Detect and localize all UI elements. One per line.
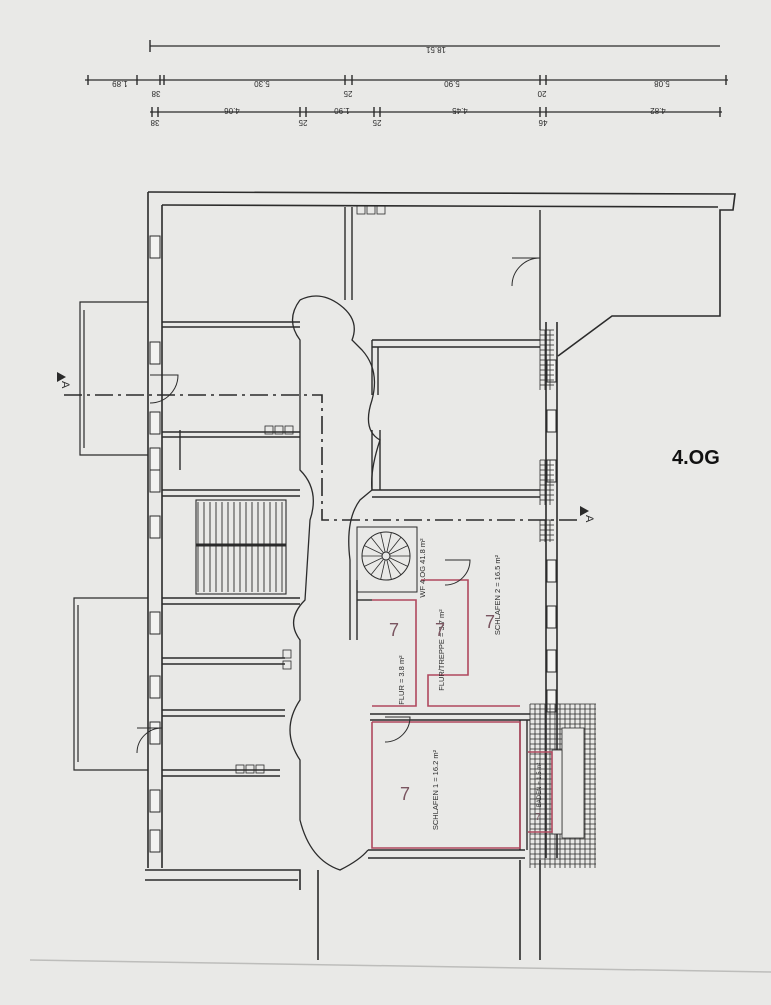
window (149, 721, 161, 745)
spiral-tread (388, 558, 402, 576)
room-marker: 7 (400, 784, 410, 804)
spiral-tread (364, 545, 383, 555)
spiral-staircase (356, 526, 418, 593)
fixture (264, 425, 274, 435)
spiral-tread (380, 559, 386, 580)
section-marker-a-right: A (583, 515, 595, 523)
window (149, 611, 161, 635)
window (546, 459, 557, 483)
paper-edge (29, 959, 771, 973)
room-label-schlafen-2: SCHLAFEN 2 = 16.5 m² (493, 554, 502, 635)
balconies (73, 301, 148, 771)
window (546, 559, 557, 583)
dimension-labels: 18.51 1.89 38 5.30 25 5.90 20 5.08 38 4.… (112, 45, 670, 127)
section-markers: A A (57, 372, 595, 523)
door-swings (136, 257, 541, 754)
main-staircase (195, 499, 287, 595)
dimension-lines (85, 40, 728, 117)
fixture (282, 660, 292, 670)
section-marker-a-left: A (59, 381, 71, 389)
window (149, 411, 161, 435)
room-markers: 7 7 7 7 7 (389, 612, 541, 823)
window (149, 341, 161, 365)
room-marker: 7 (485, 612, 495, 632)
spiral-tread (380, 532, 386, 553)
spiral-tread (389, 545, 408, 555)
spiral-tread (370, 536, 384, 554)
dim-label: 25 (298, 118, 307, 127)
dim-label: 1.90 (334, 106, 350, 115)
window-marks (149, 235, 557, 853)
interior-walls (162, 207, 541, 850)
window (149, 789, 161, 813)
room-label-baden: BADEN = 1.5 m² (537, 763, 543, 808)
dim-label: 5.90 (444, 79, 460, 88)
window (546, 689, 557, 713)
window (149, 829, 161, 853)
dim-label: 4.06 (224, 106, 240, 115)
room-label-schlafen-1: SCHLAFEN 1 = 16.2 m² (431, 749, 440, 830)
spiral-tread (364, 557, 383, 567)
window (546, 649, 557, 673)
spiral-tread (386, 559, 392, 580)
spiral-tread (386, 532, 392, 553)
window (149, 447, 161, 471)
window (149, 469, 161, 493)
fixture (274, 425, 284, 435)
fixture (366, 205, 376, 215)
fixture (245, 764, 255, 774)
room-labels: WF 4.OG 41.8 m² FLUR/TREPPE = 3.7 m² SCH… (397, 538, 543, 830)
room-marker: 7 (535, 812, 541, 823)
tiled-areas (235, 205, 596, 868)
window (149, 235, 161, 259)
fixture (284, 425, 294, 435)
fixture (282, 649, 292, 659)
dim-label: 46 (538, 118, 547, 127)
room-label-flur-treppe: FLUR/TREPPE = 3.7 m² (437, 609, 446, 691)
spiral-tread (370, 558, 384, 576)
window (149, 675, 161, 699)
room-marker: 7 (435, 620, 445, 640)
window (546, 409, 557, 433)
fixture (255, 764, 265, 774)
bath-inner (561, 727, 585, 839)
dim-label: 5.08 (654, 79, 670, 88)
fixture (235, 764, 245, 774)
dim-label: 4.45 (452, 106, 468, 115)
dim-total-label: 18.51 (425, 45, 446, 54)
window (546, 359, 557, 383)
window (149, 515, 161, 539)
room-label-wf-total: WF 4.OG 41.8 m² (418, 538, 427, 598)
bath-inner (551, 749, 563, 835)
dim-label: 25 (343, 89, 352, 98)
room-marker: 7 (389, 620, 399, 640)
dim-label: 25 (372, 118, 381, 127)
dim-label: 38 (150, 118, 159, 127)
fixture (356, 205, 366, 215)
floor-label: 4.OG (672, 447, 720, 469)
spiral-tread (389, 557, 408, 567)
dim-label: 4.82 (650, 106, 666, 115)
dim-label: 5.30 (254, 79, 270, 88)
building-walls (145, 191, 736, 960)
section-line (64, 394, 580, 521)
window (546, 605, 557, 629)
spiral-tread (388, 536, 402, 554)
dim-label: 38 (151, 89, 160, 98)
dim-label: 20 (537, 89, 546, 98)
stair-treads (197, 502, 283, 592)
fixture (376, 205, 386, 215)
spiral-treads (362, 532, 410, 580)
corridor-outline (289, 295, 381, 871)
dim-label: 1.89 (112, 79, 128, 88)
room-label-flur: FLUR = 3.8 m² (397, 655, 406, 705)
